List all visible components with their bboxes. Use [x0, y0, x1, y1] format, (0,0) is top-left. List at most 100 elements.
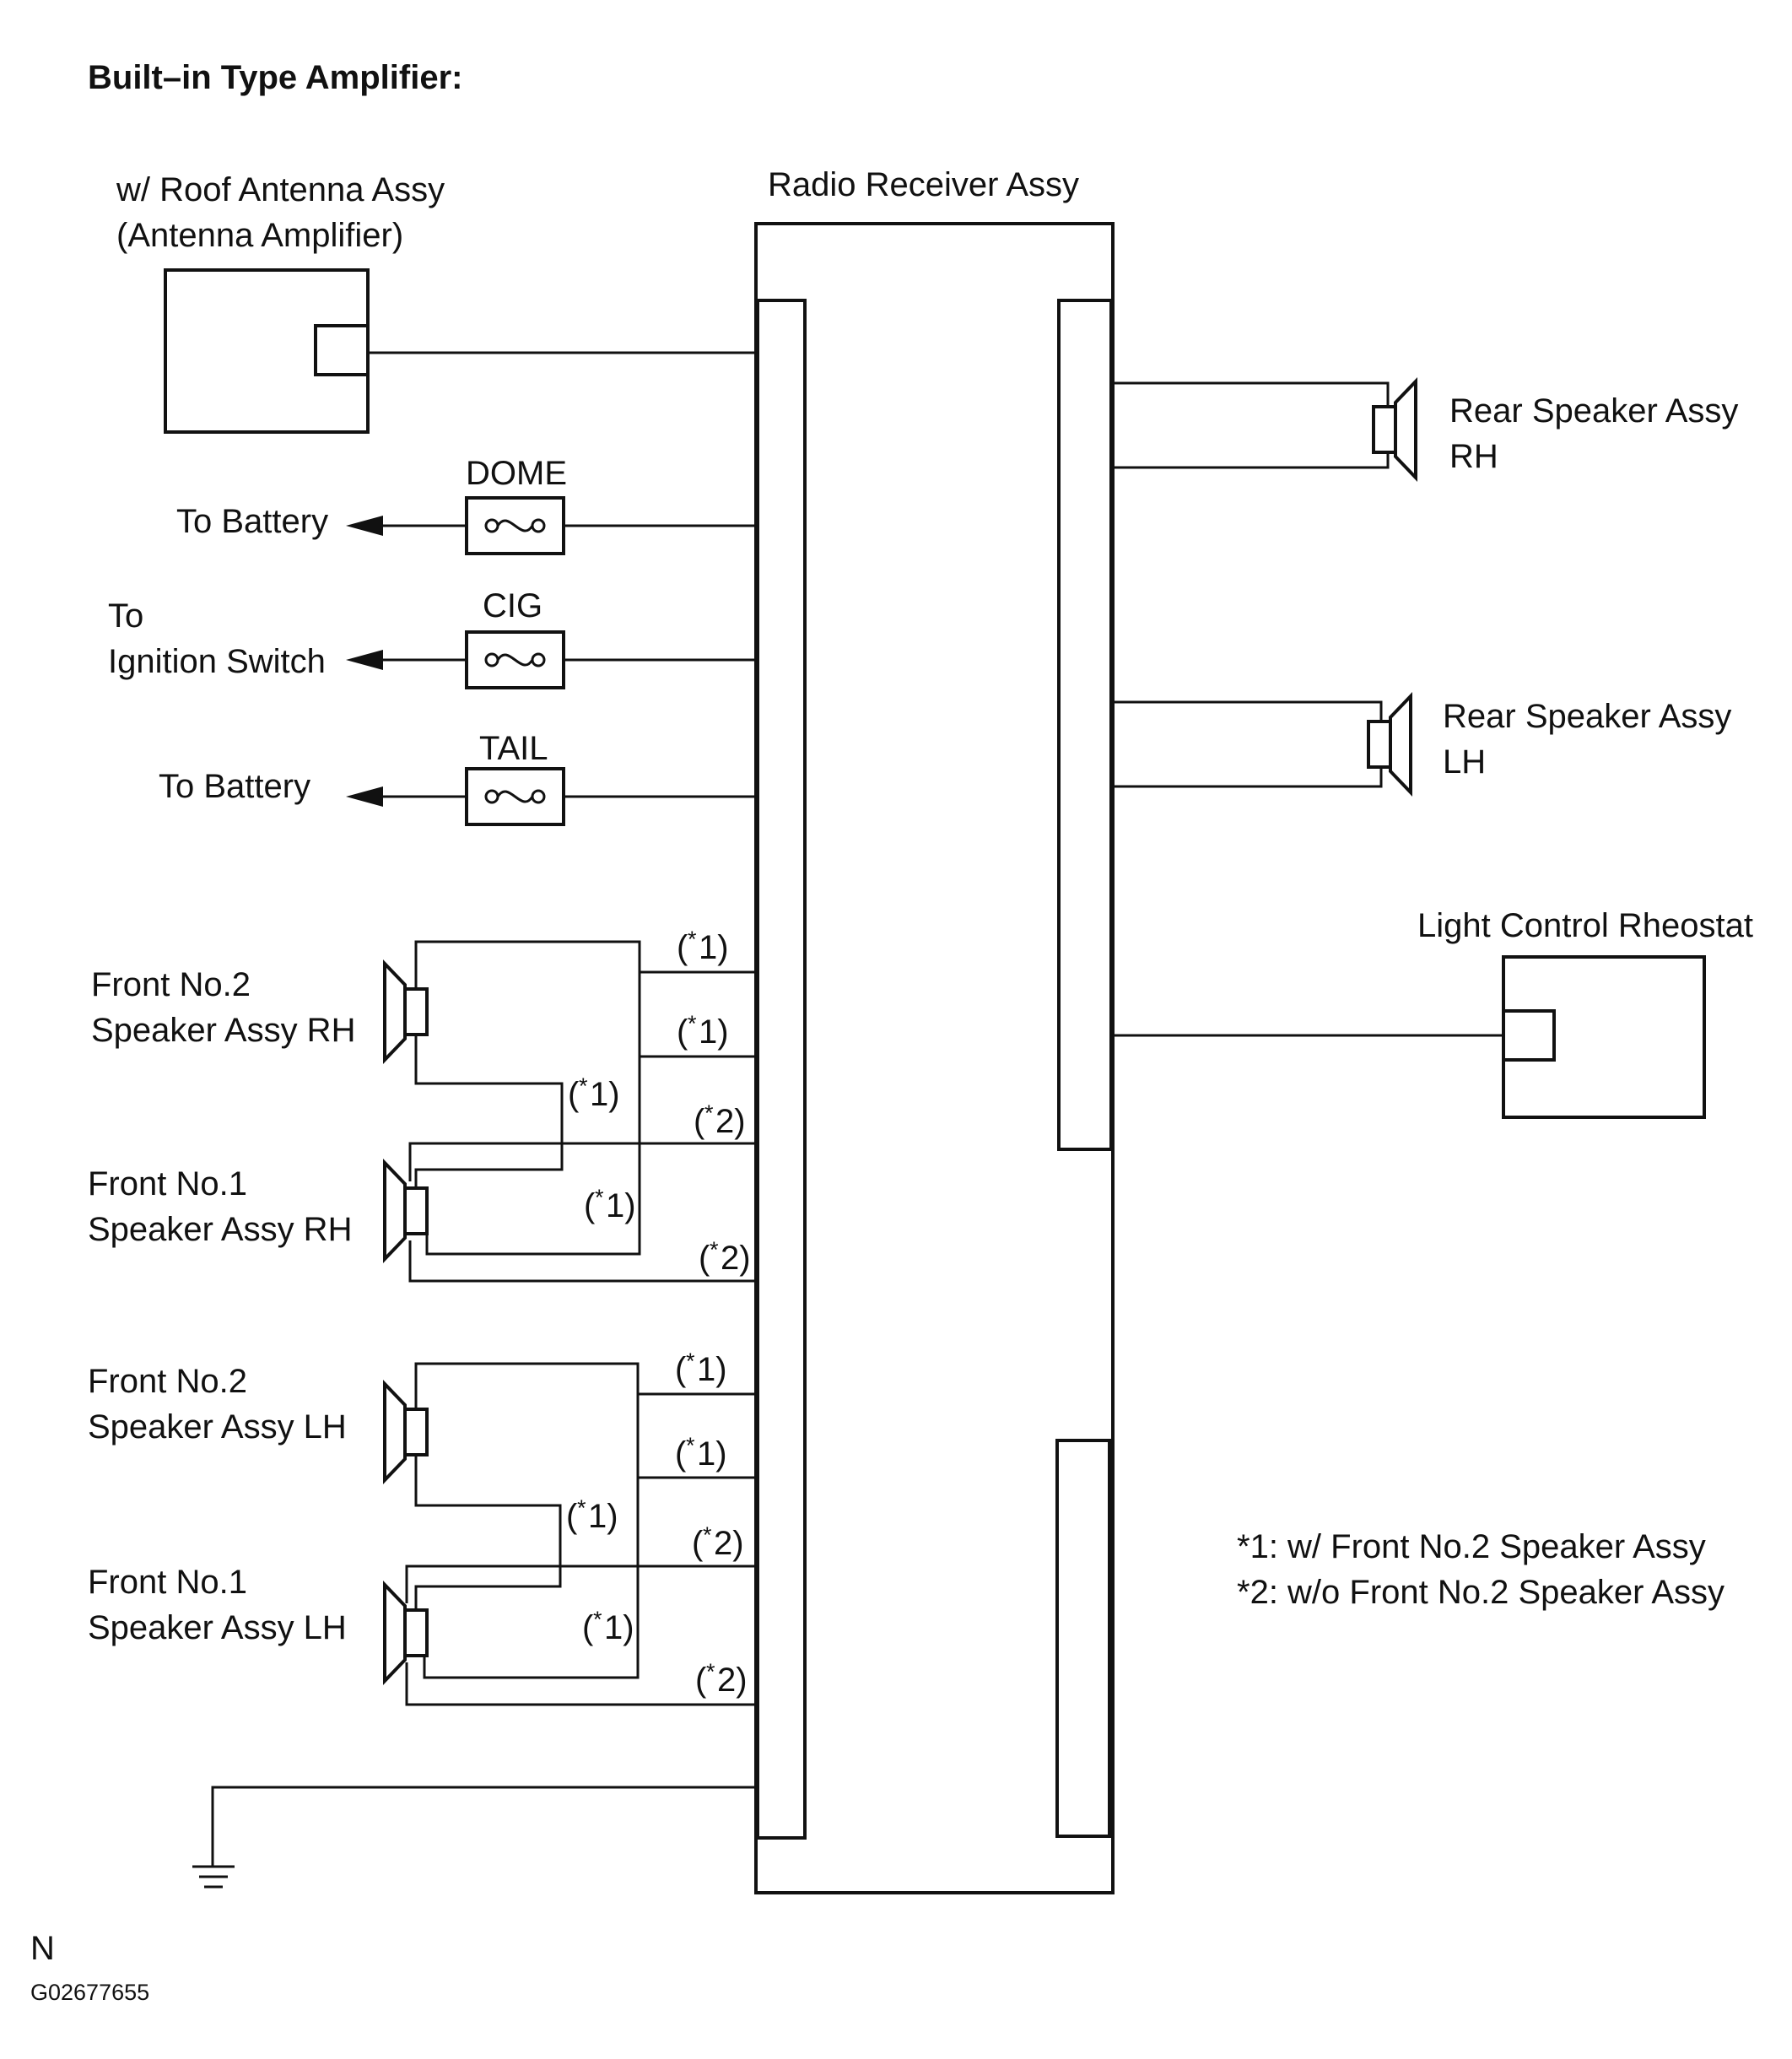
svg-text:1): 1)	[699, 1013, 729, 1051]
antenna-connector	[314, 324, 370, 376]
front-no2-lh-line2: Speaker Assy LH	[88, 1408, 347, 1446]
arrow-to-battery-icon	[346, 516, 383, 536]
svg-text:2): 2)	[717, 1662, 748, 1699]
radio-right-connector-lower	[1055, 1439, 1111, 1838]
fuse-cig-label: CIG	[483, 587, 542, 624]
option-mark: ( * 1)	[677, 1011, 729, 1051]
option-mark: ( * 1)	[584, 1185, 636, 1224]
svg-text:1): 1)	[604, 1609, 634, 1646]
light-control-rheostat: Light Control Rheostat	[1111, 907, 1753, 1119]
speaker-icon	[383, 1161, 429, 1261]
svg-text:(: (	[694, 1103, 705, 1140]
svg-text:(: (	[692, 1525, 704, 1562]
option-mark: ( * 2)	[699, 1237, 751, 1277]
svg-text:(: (	[568, 1076, 580, 1113]
ground-icon	[192, 1786, 758, 1889]
rear-speaker-lh-line2: LH	[1443, 743, 1486, 781]
option-mark: ( * 1)	[566, 1495, 618, 1535]
rheostat-connector	[1502, 1009, 1556, 1062]
svg-text:(: (	[584, 1187, 596, 1224]
svg-text:*: *	[577, 1495, 586, 1521]
fuse-dome-label: DOME	[466, 455, 567, 492]
svg-text:2): 2)	[721, 1240, 751, 1277]
option-mark: ( * 1)	[582, 1607, 634, 1646]
speaker-icon	[383, 1382, 429, 1482]
radio-receiver-label: Radio Receiver Assy	[768, 166, 1079, 203]
svg-text:1): 1)	[606, 1187, 636, 1224]
front-speakers-lh: Front No.2 Speaker Assy LH Front No.1 Sp…	[88, 1362, 758, 1706]
fuse-dome: DOME To Battery	[176, 455, 759, 555]
front-no2-lh-line1: Front No.2	[88, 1363, 247, 1400]
svg-text:1): 1)	[699, 929, 729, 966]
svg-text:(: (	[582, 1609, 594, 1646]
fuse-dome-destination: To Battery	[176, 503, 328, 540]
svg-text:1): 1)	[590, 1076, 620, 1113]
svg-text:*: *	[706, 1659, 715, 1684]
svg-text:(: (	[677, 929, 688, 966]
svg-text:1): 1)	[588, 1498, 618, 1535]
fuse-cig: CIG To Ignition Switch	[108, 587, 759, 689]
option-mark: ( * 1)	[568, 1073, 620, 1113]
fuse-cig-destination-line2: Ignition Switch	[108, 643, 326, 680]
front-no1-rh-line1: Front No.1	[88, 1165, 247, 1202]
option-mark: ( * 2)	[692, 1522, 744, 1562]
speaker-icon	[383, 962, 429, 1062]
arrow-to-ignition-icon	[346, 650, 383, 670]
rear-speaker-rh-line1: Rear Speaker Assy	[1449, 392, 1738, 430]
radio-receiver-assy: Radio Receiver Assy	[754, 166, 1115, 1894]
svg-text:1): 1)	[697, 1351, 727, 1388]
diagram-title: Built–in Type Amplifier:	[88, 59, 462, 96]
svg-text:*: *	[688, 1011, 697, 1036]
rear-speaker-lh: Rear Speaker Assy LH	[1111, 694, 1731, 794]
rear-speaker-rh: Rear Speaker Assy RH	[1111, 380, 1738, 479]
footnote-1: *1: w/ Front No.2 Speaker Assy	[1237, 1528, 1706, 1565]
radio-left-connector	[756, 299, 807, 1840]
option-mark: ( * 2)	[694, 1100, 746, 1140]
svg-text:*: *	[704, 1100, 714, 1126]
fuse-tail-destination: To Battery	[159, 768, 310, 805]
svg-text:(: (	[566, 1498, 578, 1535]
option-mark: ( * 1)	[677, 927, 729, 966]
svg-text:*: *	[703, 1522, 712, 1548]
rear-speaker-lh-line1: Rear Speaker Assy	[1443, 698, 1731, 735]
radio-right-connector-upper	[1057, 299, 1113, 1151]
speaker-icon	[1367, 694, 1412, 794]
arrow-to-battery-icon	[346, 786, 383, 807]
option-mark: ( * 1)	[675, 1433, 727, 1473]
rheostat-box	[1502, 955, 1706, 1119]
svg-text:2): 2)	[715, 1103, 746, 1140]
front-no2-rh-line1: Front No.2	[91, 966, 251, 1003]
option-mark: ( * 2)	[695, 1659, 748, 1699]
svg-text:*: *	[710, 1237, 719, 1262]
option-mark: ( * 1)	[675, 1348, 727, 1388]
antenna-box	[164, 268, 370, 434]
svg-text:*: *	[579, 1073, 588, 1099]
figure-code: G02677655	[30, 1980, 149, 2005]
rheostat-label: Light Control Rheostat	[1417, 907, 1753, 944]
front-no2-rh-line2: Speaker Assy RH	[91, 1012, 355, 1049]
svg-text:1): 1)	[697, 1435, 727, 1473]
svg-text:(: (	[675, 1351, 687, 1388]
fuse-tail: TAIL To Battery	[159, 730, 759, 826]
svg-text:*: *	[595, 1185, 604, 1210]
svg-text:(: (	[675, 1435, 687, 1473]
svg-text:(: (	[677, 1013, 688, 1051]
svg-text:(: (	[699, 1240, 710, 1277]
fuse-tail-label: TAIL	[479, 730, 548, 767]
front-no1-lh-line1: Front No.1	[88, 1564, 247, 1601]
fuse-cig-destination-line1: To	[108, 597, 143, 635]
antenna-amplifier: w/ Roof Antenna Assy (Antenna Amplifier)	[116, 171, 759, 434]
svg-text:(: (	[695, 1662, 707, 1699]
svg-text:*: *	[686, 1348, 695, 1374]
front-speakers-rh: Front No.2 Speaker Assy RH Front No.1 Sp…	[88, 940, 758, 1283]
svg-text:*: *	[686, 1433, 695, 1458]
footer-letter: N	[30, 1930, 55, 1967]
svg-text:*: *	[688, 927, 697, 952]
antenna-label-line2: (Antenna Amplifier)	[116, 217, 403, 254]
front-no1-lh-line2: Speaker Assy LH	[88, 1609, 347, 1646]
footnote-2: *2: w/o Front No.2 Speaker Assy	[1237, 1574, 1725, 1611]
svg-text:*: *	[593, 1607, 602, 1632]
speaker-icon	[1372, 380, 1417, 479]
rear-speaker-rh-line2: RH	[1449, 438, 1498, 475]
